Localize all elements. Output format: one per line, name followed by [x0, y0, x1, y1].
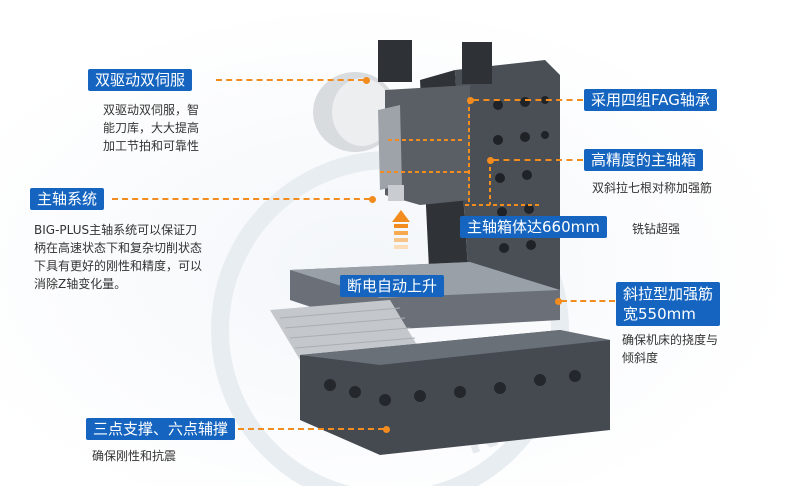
- fag-bearing-dot: [467, 97, 474, 104]
- rib-dot: [555, 298, 562, 305]
- spindle-system-label: 主轴系统: [30, 188, 105, 210]
- guide-lines: [380, 100, 540, 206]
- rib-desc-line: 确保机床的挠度与: [622, 333, 719, 347]
- rib-label-line: 宽550mm: [623, 305, 696, 323]
- dual-servo-desc-line: 双驱动双伺服，智: [103, 103, 200, 117]
- spindle-box-dot: [487, 157, 494, 164]
- support-desc: 确保刚性和抗震: [92, 449, 177, 463]
- spindle-head: [385, 85, 470, 205]
- spindle-box-leader: [493, 159, 583, 161]
- way-cover: [270, 300, 420, 360]
- dual-servo-desc-line: 加工节拍和可靠性: [103, 139, 200, 153]
- rib-label-line: 斜拉型加强筋: [623, 285, 714, 303]
- spindle-system-desc: BIG-PLUS主轴系统可以保证刀 柄在高速状态下和复杂切削状态 下具有更好的刚…: [34, 221, 274, 293]
- way-cover-folds: [279, 307, 416, 349]
- spindle-system-desc-line: 下具有更好的刚性和精度，可以: [34, 259, 203, 273]
- support-dot: [383, 426, 390, 433]
- spindle-system-desc-line: BIG-PLUS主轴系统可以保证刀: [34, 223, 198, 237]
- base-top: [300, 330, 610, 365]
- rib-leader: [561, 300, 615, 302]
- rib-label: 斜拉型加强筋 宽550mm: [616, 282, 721, 326]
- dual-servo-dot: [363, 77, 370, 84]
- rib-desc-line: 倾斜度: [622, 351, 659, 365]
- spindle-box-desc: 双斜拉七根对称加强筋: [592, 181, 713, 195]
- spindle-system-desc-line: 消除Z轴变化量。: [34, 277, 127, 291]
- lift-arrow-icon: [392, 210, 410, 249]
- spindle-box-size-desc: 铣钻超强: [632, 222, 681, 236]
- fag-bearing-label: 采用四组FAG轴承: [584, 89, 717, 111]
- spindle-system-desc-line: 柄在高速状态下和复杂切削状态: [34, 241, 203, 255]
- support-label: 三点支撑、六点辅撑: [86, 418, 236, 440]
- servo-motor-right: [462, 42, 492, 84]
- spindle-nose: [388, 185, 404, 201]
- spindle-body: [378, 105, 402, 190]
- dual-servo-desc-line: 能刀库，大大提高: [103, 121, 200, 135]
- spindle-box-size-label: 主轴箱体达660mm: [460, 216, 607, 238]
- dual-servo-leader: [216, 79, 364, 81]
- fag-bearing-leader: [473, 99, 583, 101]
- power-off-lift-label: 断电自动上升: [340, 275, 445, 297]
- rib-desc: 确保机床的挠度与 倾斜度: [622, 331, 718, 367]
- base-holes: [324, 370, 581, 406]
- tool-magazine-face: [332, 78, 392, 146]
- column-body: [455, 60, 560, 300]
- dual-servo-desc: 双驱动双伺服，智 能刀库，大大提高 加工节拍和可靠性: [103, 101, 243, 155]
- spindle-system-dot: [369, 196, 376, 203]
- dual-servo-label: 双驱动双伺服: [88, 69, 193, 91]
- spindle-system-leader: [112, 198, 370, 200]
- spindle-box-label: 高精度的主轴箱: [584, 149, 704, 171]
- support-leader: [238, 428, 384, 430]
- servo-motor-left: [378, 40, 412, 82]
